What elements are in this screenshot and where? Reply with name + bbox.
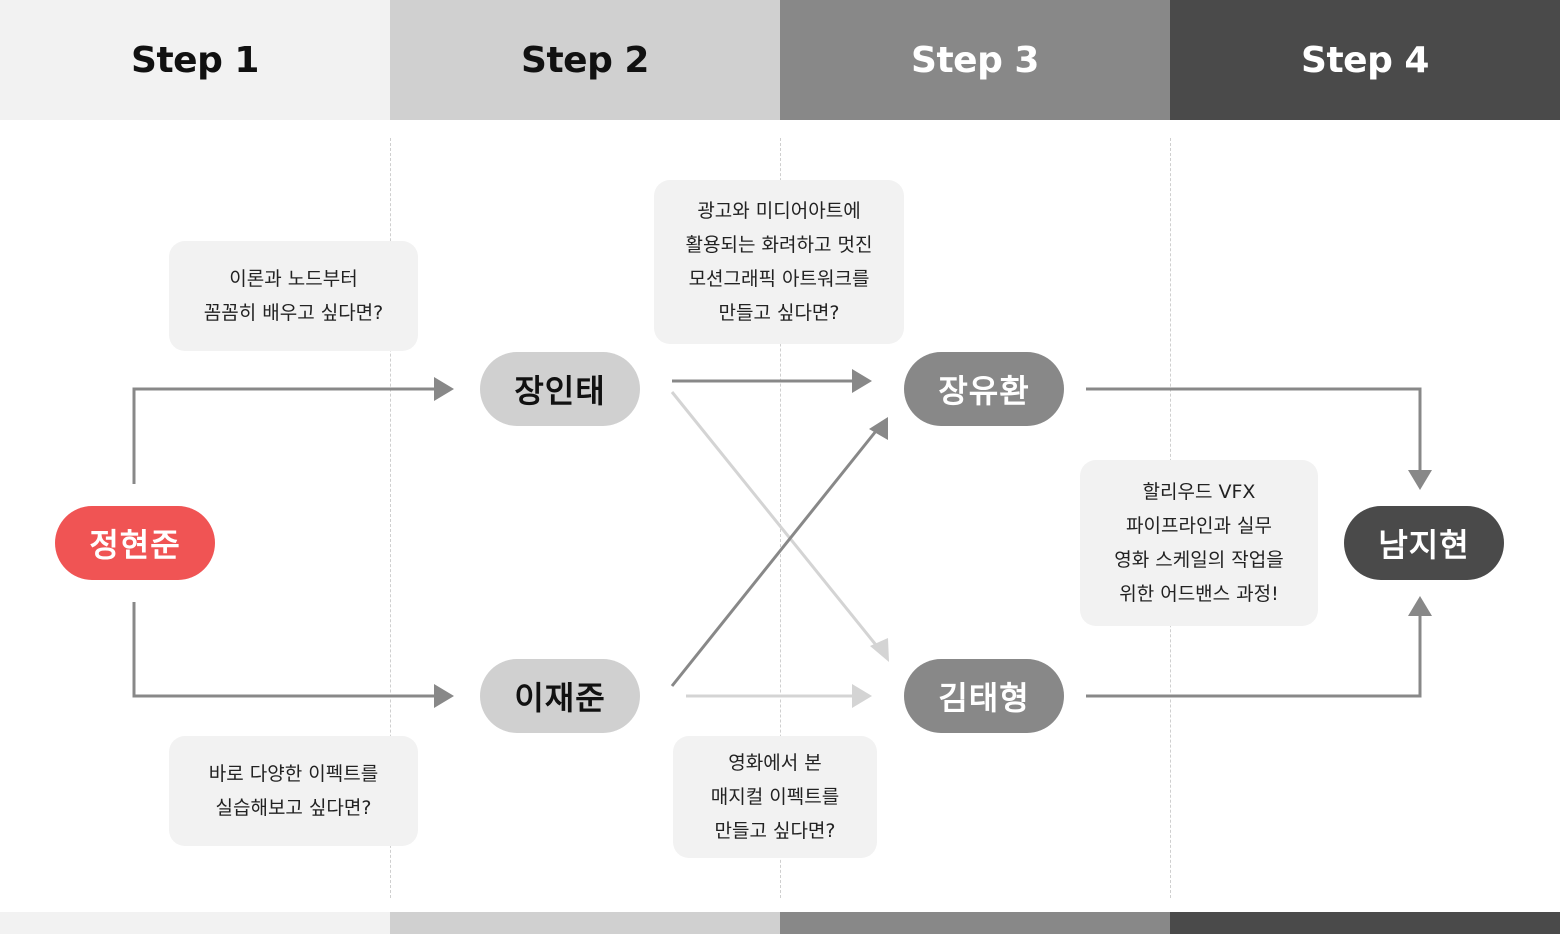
footer-band-3 <box>780 912 1170 934</box>
steps-footer-bands <box>0 912 1560 934</box>
column-divider-2 <box>780 138 781 898</box>
note-magic-effects: 영화에서 본 매지컬 이펙트를 만들고 싶다면? <box>673 736 877 858</box>
node-jang-intae: 장인태 <box>480 352 640 426</box>
note-magic-line-1: 영화에서 본 <box>728 752 822 774</box>
note-magic-line-3: 만들고 싶다면? <box>714 820 836 842</box>
note-practice: 바로 다양한 이펙트를 실습해보고 싶다면? <box>169 736 418 846</box>
note-practice-line-2: 실습해보고 싶다면? <box>215 797 372 819</box>
steps-header: Step 1 Step 2 Step 3 Step 4 <box>0 0 1560 120</box>
note-theory-line-2: 꼼꼼히 배우고 싶다면? <box>203 302 384 324</box>
note-magic-line-2: 매지컬 이펙트를 <box>710 786 840 808</box>
step-4-header: Step 4 <box>1170 0 1560 120</box>
note-theory: 이론과 노드부터 꼼꼼히 배우고 싶다면? <box>169 241 418 351</box>
arrow-jang-intae-to-kim <box>670 391 882 651</box>
note-motion-line-2: 활용되는 화려하고 멋진 <box>685 234 873 256</box>
note-hollywood-line-2: 파이프라인과 실무 <box>1126 515 1272 537</box>
note-practice-line-1: 바로 다양한 이펙트를 <box>208 763 379 785</box>
arrowhead-jang-yuhwan-left <box>852 369 872 393</box>
note-motion-line-4: 만들고 싶다면? <box>718 302 840 324</box>
arrow-kim-to-nam <box>1086 610 1422 698</box>
note-hollywood-line-1: 할리우드 VFX <box>1142 481 1256 503</box>
footer-band-4 <box>1170 912 1560 934</box>
arrow-jung-to-lee <box>132 602 440 698</box>
arrowhead-kim-left <box>852 684 872 708</box>
arrowhead-jang-intae <box>434 377 454 401</box>
note-motion-line-3: 모션그래픽 아트워크를 <box>688 268 870 290</box>
footer-band-1 <box>0 912 390 934</box>
arrowhead-kim-diagonal <box>870 638 889 662</box>
arrowhead-nam-bottom <box>1408 596 1432 616</box>
note-motion-line-1: 광고와 미디어아트에 <box>697 200 861 222</box>
column-divider-1 <box>390 138 391 898</box>
arrowhead-lee <box>434 684 454 708</box>
node-jung-hyunjun: 정현준 <box>55 506 215 580</box>
step-2-header: Step 2 <box>390 0 780 120</box>
node-nam-jihyun: 남지현 <box>1344 506 1504 580</box>
arrowhead-nam-top <box>1408 470 1432 490</box>
note-hollywood-line-4: 위한 어드밴스 과정! <box>1119 583 1279 605</box>
arrow-jung-to-jang-intae <box>132 387 440 484</box>
step-3-header: Step 3 <box>780 0 1170 120</box>
arrow-jang-yuhwan-to-nam <box>1086 387 1422 476</box>
note-motion-graphics: 광고와 미디어아트에 활용되는 화려하고 멋진 모션그래픽 아트워크를 만들고 … <box>654 180 904 344</box>
note-hollywood-line-3: 영화 스케일의 작업을 <box>1114 549 1284 571</box>
node-kim-taehyung: 김태형 <box>904 659 1064 733</box>
step-1-header: Step 1 <box>0 0 390 120</box>
node-jang-yuhwan: 장유환 <box>904 352 1064 426</box>
footer-band-2 <box>390 912 780 934</box>
note-hollywood-vfx: 할리우드 VFX 파이프라인과 실무 영화 스케일의 작업을 위한 어드밴스 과… <box>1080 460 1318 626</box>
arrowhead-jang-yuhwan-diagonal <box>869 417 888 440</box>
node-lee-jaejun: 이재준 <box>480 659 640 733</box>
note-theory-line-1: 이론과 노드부터 <box>229 268 358 290</box>
arrow-lee-to-jang-yuhwan <box>670 425 882 687</box>
